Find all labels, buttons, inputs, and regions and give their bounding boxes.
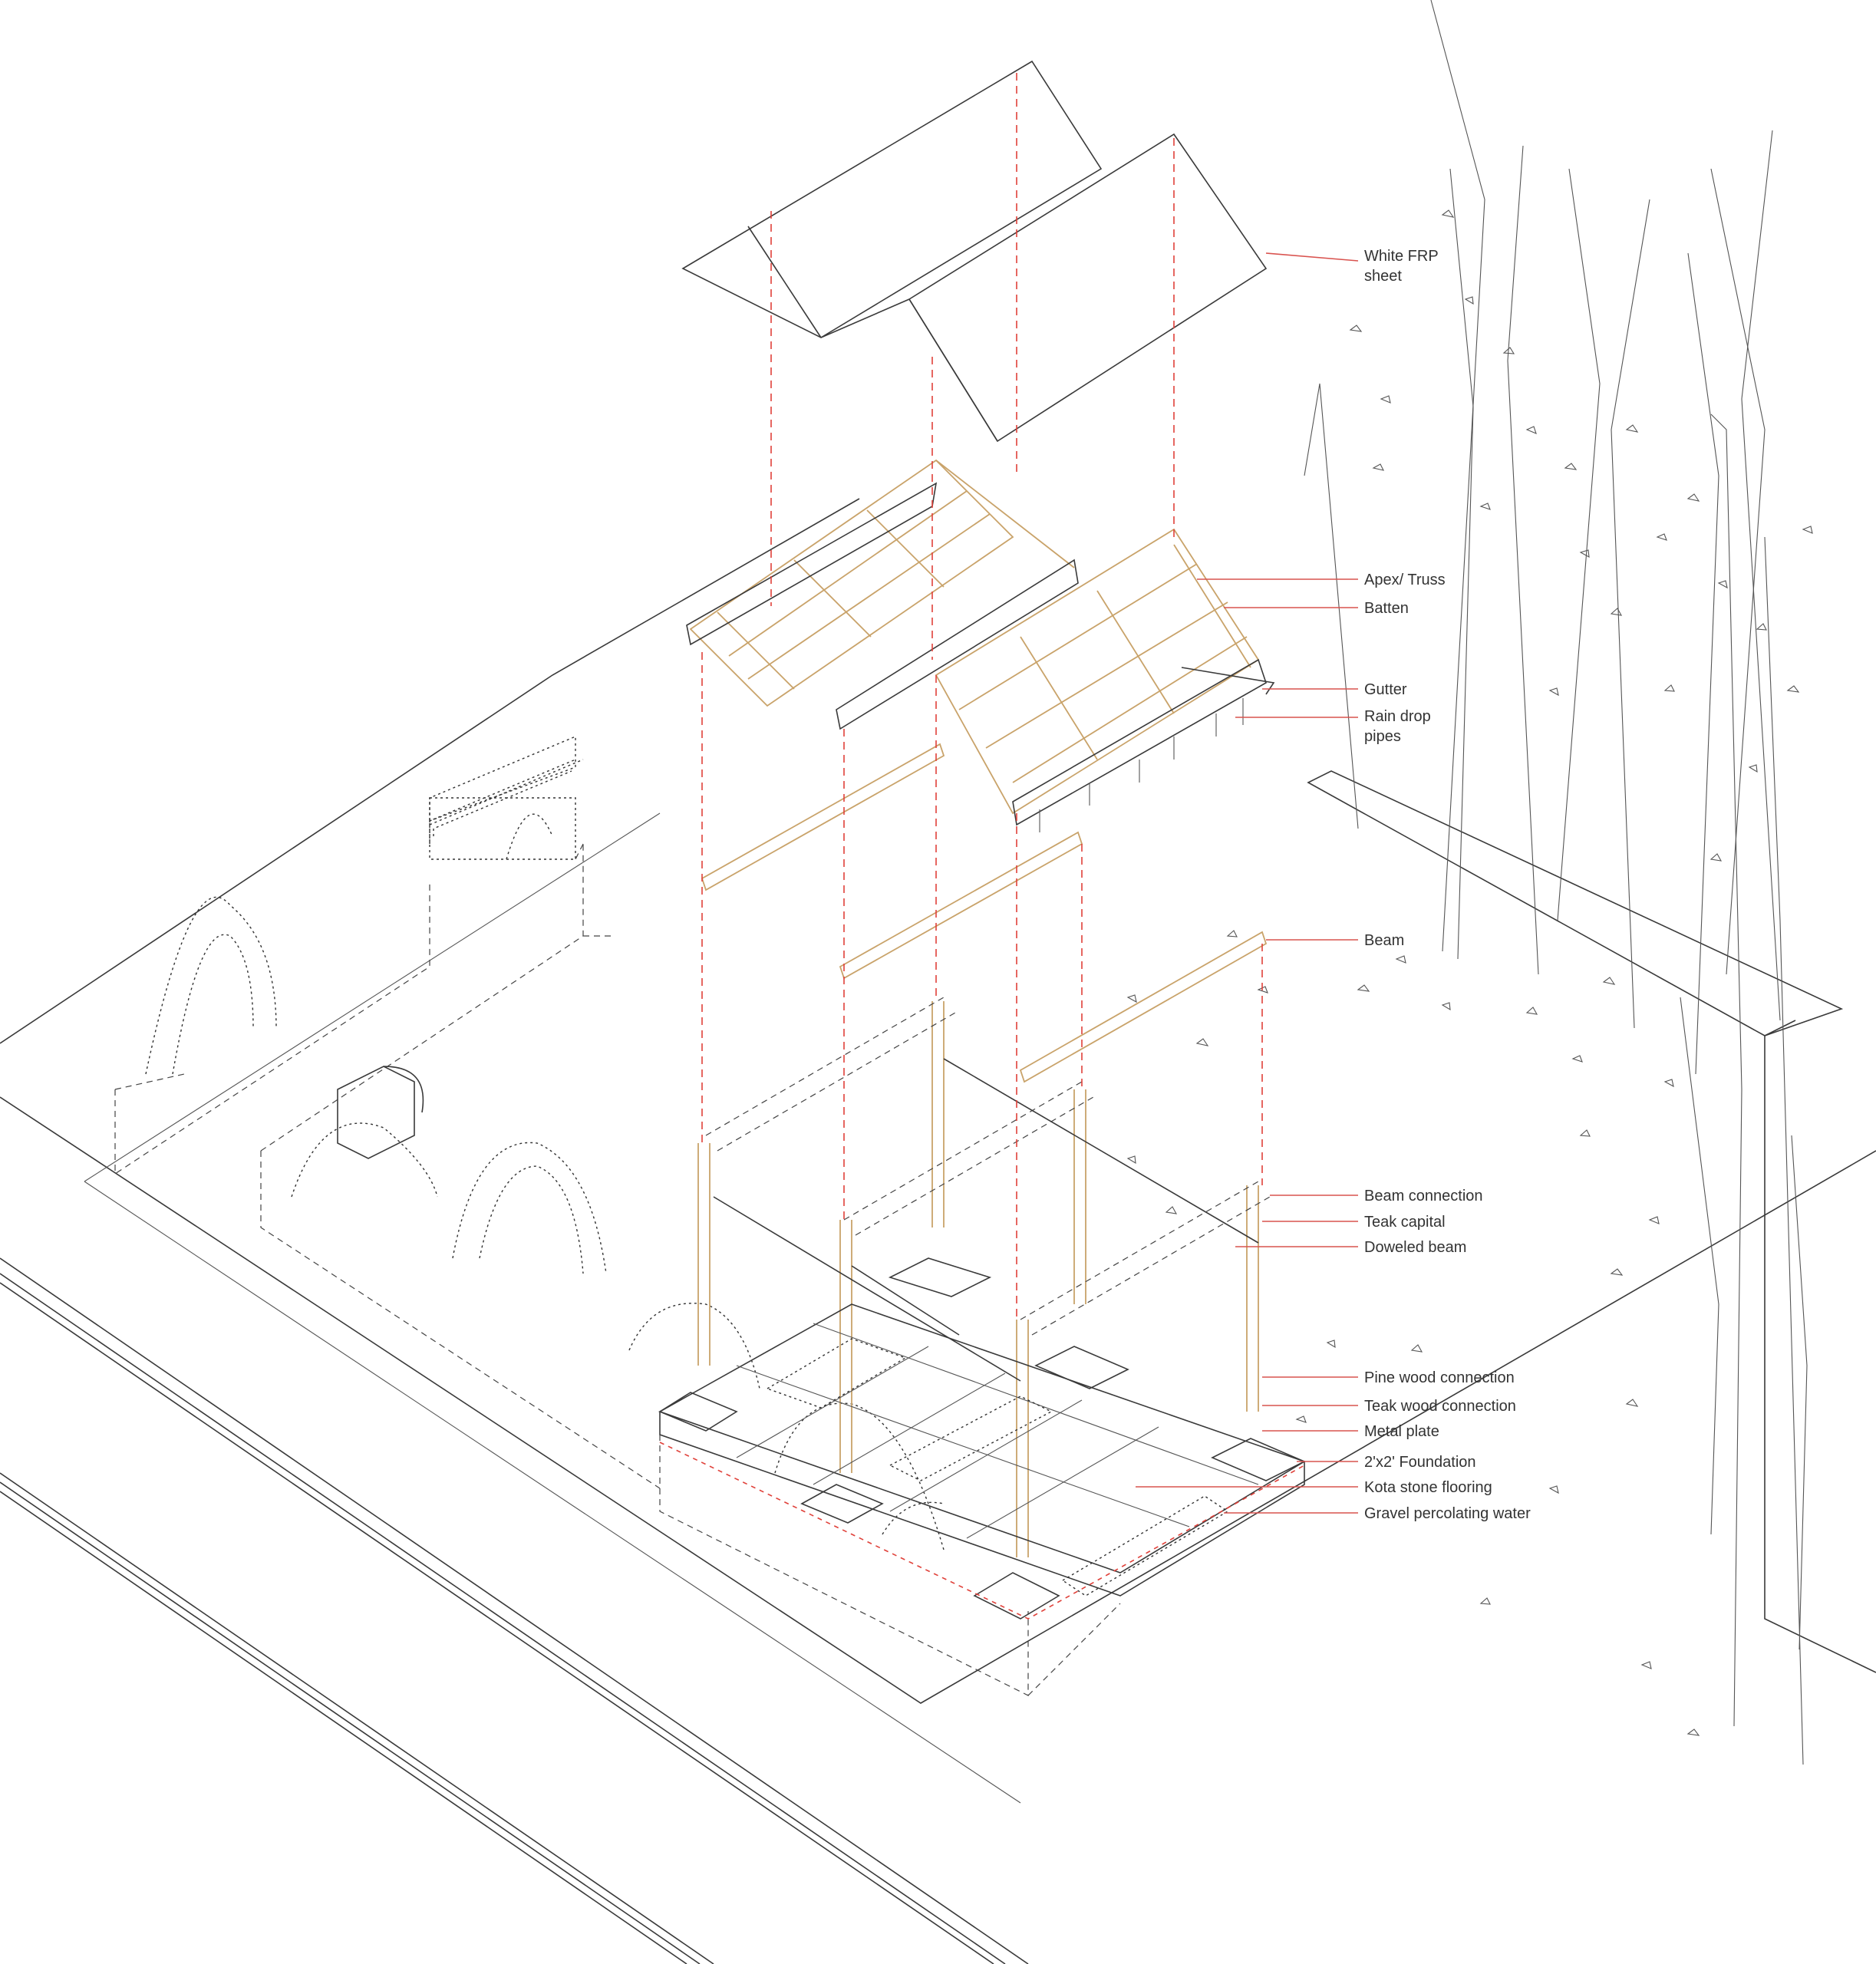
- label-rain-drop-pipes-line2: pipes: [1364, 728, 1401, 745]
- columns-frame: [697, 997, 1271, 1557]
- label-white-frp-sheet-line2: sheet: [1364, 268, 1402, 285]
- truss-left: [689, 459, 1075, 707]
- site-ground: [0, 498, 1876, 1964]
- label-kota-stone-flooring: Kota stone flooring: [1364, 1479, 1492, 1496]
- label-foundation: 2'x2' Foundation: [1364, 1454, 1476, 1471]
- label-teak-wood-connection: Teak wood connection: [1364, 1398, 1516, 1415]
- label-batten: Batten: [1364, 600, 1409, 617]
- trees: [1126, 0, 1813, 1765]
- label-apex-truss: Apex/ Truss: [1364, 572, 1446, 588]
- leader-lines: [1136, 252, 1359, 1514]
- label-metal-plate: Metal plate: [1364, 1423, 1439, 1440]
- label-rain-drop-pipes-line1: Rain drop: [1364, 708, 1431, 725]
- white-frp-sheet: [681, 60, 1268, 443]
- foundation-floor: [658, 1257, 1306, 1696]
- label-doweled-beam: Doweled beam: [1364, 1239, 1466, 1256]
- beams: [701, 743, 1268, 1083]
- label-pine-wood-connection: Pine wood connection: [1364, 1369, 1515, 1386]
- label-gutter: Gutter: [1364, 681, 1407, 698]
- label-white-frp-sheet-line1: White FRP: [1364, 248, 1439, 265]
- projection-lines: [659, 73, 1305, 1620]
- brick-arches: [114, 735, 945, 1550]
- label-gravel-percolating-water: Gravel percolating water: [1364, 1505, 1531, 1522]
- label-beam-connection: Beam connection: [1364, 1188, 1483, 1204]
- label-teak-capital: Teak capital: [1364, 1214, 1446, 1231]
- label-beam: Beam: [1364, 932, 1404, 949]
- truss-right: [935, 528, 1260, 815]
- roof-truss: [686, 459, 1275, 832]
- annotation-labels: White FRP sheet Apex/ Truss Batten Gutte…: [1364, 248, 1531, 1522]
